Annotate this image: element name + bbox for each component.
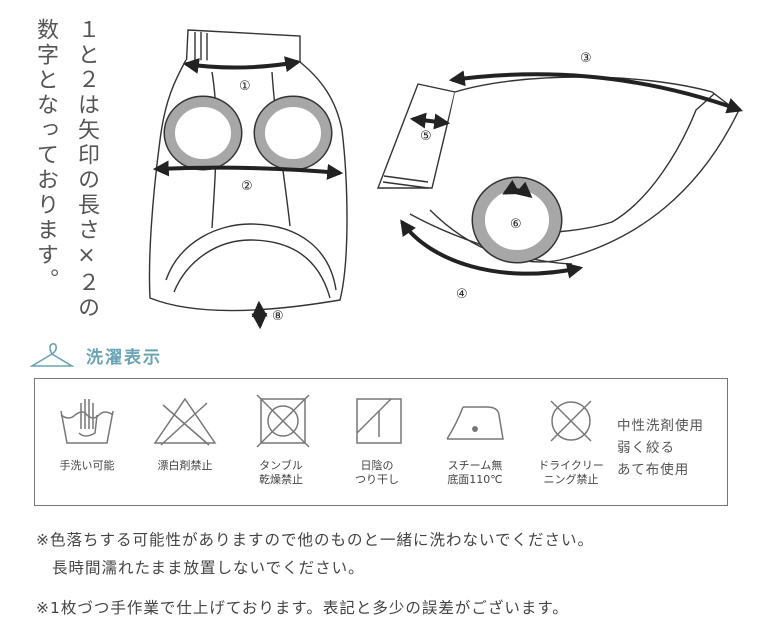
note-line-2: 長時間濡れたまま放置しないでください。 xyxy=(52,559,365,577)
wash-heading-label: 洗濯表示 xyxy=(86,347,162,368)
no-tumble-dry-icon xyxy=(256,394,310,448)
no-dry-clean-icon xyxy=(550,400,592,442)
arrow-2 xyxy=(152,160,344,180)
arrow-1 xyxy=(182,56,302,74)
wash-heading: 洗濯表示 xyxy=(30,338,162,372)
no-dry-clean-caption: ドライクリー ニング禁止 xyxy=(538,459,604,486)
care-item-hand-wash: 手洗い可能 xyxy=(37,393,137,473)
arrow-6 xyxy=(502,179,533,199)
care-item-no-dry-clean: ドライクリー ニング禁止 xyxy=(521,393,621,487)
no-bleach-icon xyxy=(153,397,217,446)
hand-wash-icon xyxy=(60,399,114,444)
note-line-3: ※1枚づつ手作業で仕上げております。表記と多少の誤差がございます。 xyxy=(36,599,569,617)
care-item-shade-line-dry: 日陰の つり干し xyxy=(327,393,427,487)
care-item-no-bleach: 漂白剤禁止 xyxy=(135,393,235,473)
care-item-no-tumble-dry: タンブル 乾燥禁止 xyxy=(231,393,331,487)
steam-iron-caption: スチーム無 底面110℃ xyxy=(447,459,503,486)
marker-1: ① xyxy=(239,79,251,94)
marker-2: ② xyxy=(241,179,253,194)
marker-6: ⑥ xyxy=(510,217,522,232)
steam-iron-icon xyxy=(446,406,504,440)
shade-line-dry-caption: 日陰の つり干し xyxy=(355,459,399,486)
care-symbols-box: 手洗い可能 漂白剤禁止 タンブル 乾燥禁止 日陰の xyxy=(34,378,728,506)
hand-wash-caption: 手洗い可能 xyxy=(59,459,115,472)
vertical-note-col1: １と２は矢印の長さ×２の xyxy=(74,18,99,321)
marker-5: ⑤ xyxy=(420,129,432,144)
note-line-1: ※色落ちする可能性がありますので他のものと一緒に洗わないでください。 xyxy=(36,531,595,549)
arrow-3 xyxy=(448,70,744,114)
arrow-5 xyxy=(409,112,451,130)
arrow-8 xyxy=(251,300,268,330)
side-collar xyxy=(376,83,456,189)
hanger-icon xyxy=(30,343,74,367)
marker-8: ⑧ xyxy=(272,309,284,324)
marker-3: ③ xyxy=(580,51,592,66)
arrow-4 xyxy=(400,219,584,279)
front-armhole-right-fill xyxy=(255,97,331,169)
front-hem-inner xyxy=(173,239,331,299)
marker-4: ④ xyxy=(456,287,468,302)
care-note: 中性洗剤使用 弱く絞る あて布使用 xyxy=(617,418,704,478)
care-item-steam-iron: スチーム無 底面110℃ xyxy=(425,393,525,487)
shade-line-dry-icon xyxy=(356,398,402,444)
no-tumble-dry-caption: タンブル 乾燥禁止 xyxy=(259,459,303,486)
no-bleach-caption: 漂白剤禁止 xyxy=(157,459,213,472)
side-collar-rib xyxy=(382,175,429,189)
front-hem-curve xyxy=(165,223,337,291)
front-armhole-left-fill xyxy=(165,97,241,169)
garment-diagram: ① ② ③ ④ ⑤ ⑥ ⑧ xyxy=(148,29,744,330)
vertical-note-col2: 数字となっております。 xyxy=(33,18,58,293)
